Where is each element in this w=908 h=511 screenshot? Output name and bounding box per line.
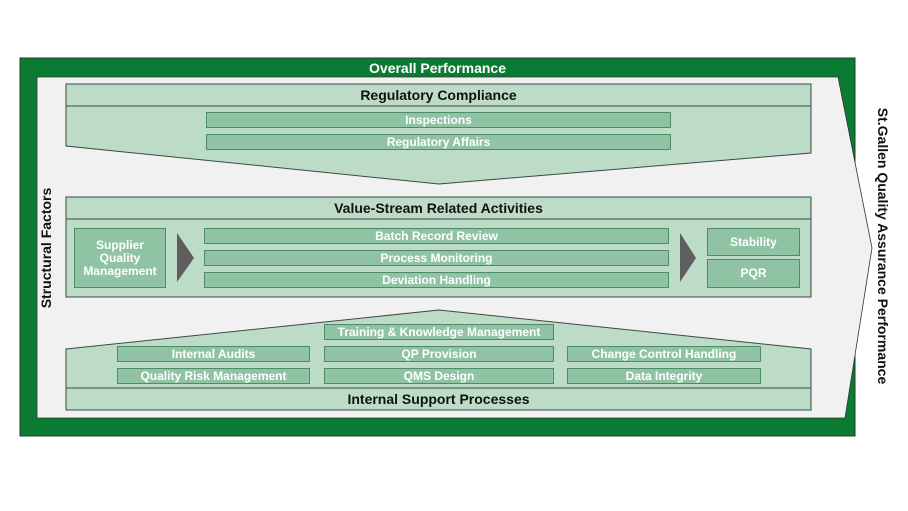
value-stream-output: Stability [707,228,800,256]
support-item: Data Integrity [567,368,761,384]
regulatory-item: Inspections [206,112,671,128]
value-stream-activity: Batch Record Review [204,228,669,244]
regulatory-compliance-title: Regulatory Compliance [360,87,517,103]
value-stream-activity: Process Monitoring [204,250,669,266]
regulatory-item: Regulatory Affairs [206,134,671,150]
overall-performance-label: Overall Performance [369,60,506,76]
value-stream-title: Value-Stream Related Activities [334,200,543,216]
support-item: Change Control Handling [567,346,761,362]
value-stream-activity: Deviation Handling [204,272,669,288]
support-item: QP Provision [324,346,554,362]
supplier-quality-management-box: Supplier Quality Management [74,228,166,288]
structural-factors-label: Structural Factors [38,187,54,309]
support-item: Quality Risk Management [117,368,310,384]
flow-arrow-icon [680,233,696,282]
support-item: Training & Knowledge Management [324,324,554,340]
qa-performance-label: St.Gallen Quality Assurance Performance [875,107,891,385]
support-processes-title: Internal Support Processes [347,391,530,407]
flow-arrow-icon [177,233,194,282]
support-item: QMS Design [324,368,554,384]
support-item: Internal Audits [117,346,310,362]
value-stream-output: PQR [707,259,800,288]
